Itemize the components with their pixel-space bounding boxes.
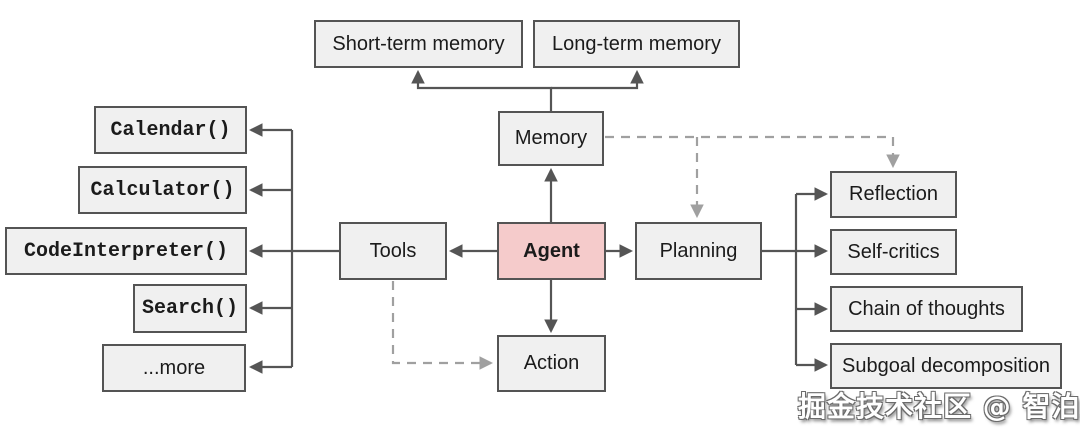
node-tools: Tools xyxy=(339,222,447,280)
watermark: 掘金技术社区 @ 智泊AI xyxy=(798,390,1080,423)
node-planning: Planning xyxy=(635,222,762,280)
node-code-interpreter: CodeInterpreter() xyxy=(5,227,247,275)
memory-to-reflection-dashed-arrow xyxy=(605,135,900,169)
node-chain-of-thoughts: Chain of thoughts xyxy=(830,286,1023,332)
node-calculator: Calculator() xyxy=(78,166,247,214)
memory-to-short-term-arrow xyxy=(411,69,553,111)
node-reflection: Reflection xyxy=(830,171,957,218)
node-self-critics: Self-critics xyxy=(830,229,957,275)
node-calendar: Calendar() xyxy=(94,106,247,154)
node-search: Search() xyxy=(133,284,247,333)
memory-to-long-term-arrow xyxy=(551,69,644,90)
node-action: Action xyxy=(497,335,606,392)
node-more: ...more xyxy=(102,344,246,392)
node-agent: Agent xyxy=(497,222,606,280)
node-long-term-memory: Long-term memory xyxy=(533,20,740,68)
node-subgoal-decomposition: Subgoal decomposition xyxy=(830,343,1062,389)
tools-to-action-dashed-arrow xyxy=(391,281,494,370)
node-short-term-memory: Short-term memory xyxy=(314,20,523,68)
node-memory: Memory xyxy=(498,111,604,166)
